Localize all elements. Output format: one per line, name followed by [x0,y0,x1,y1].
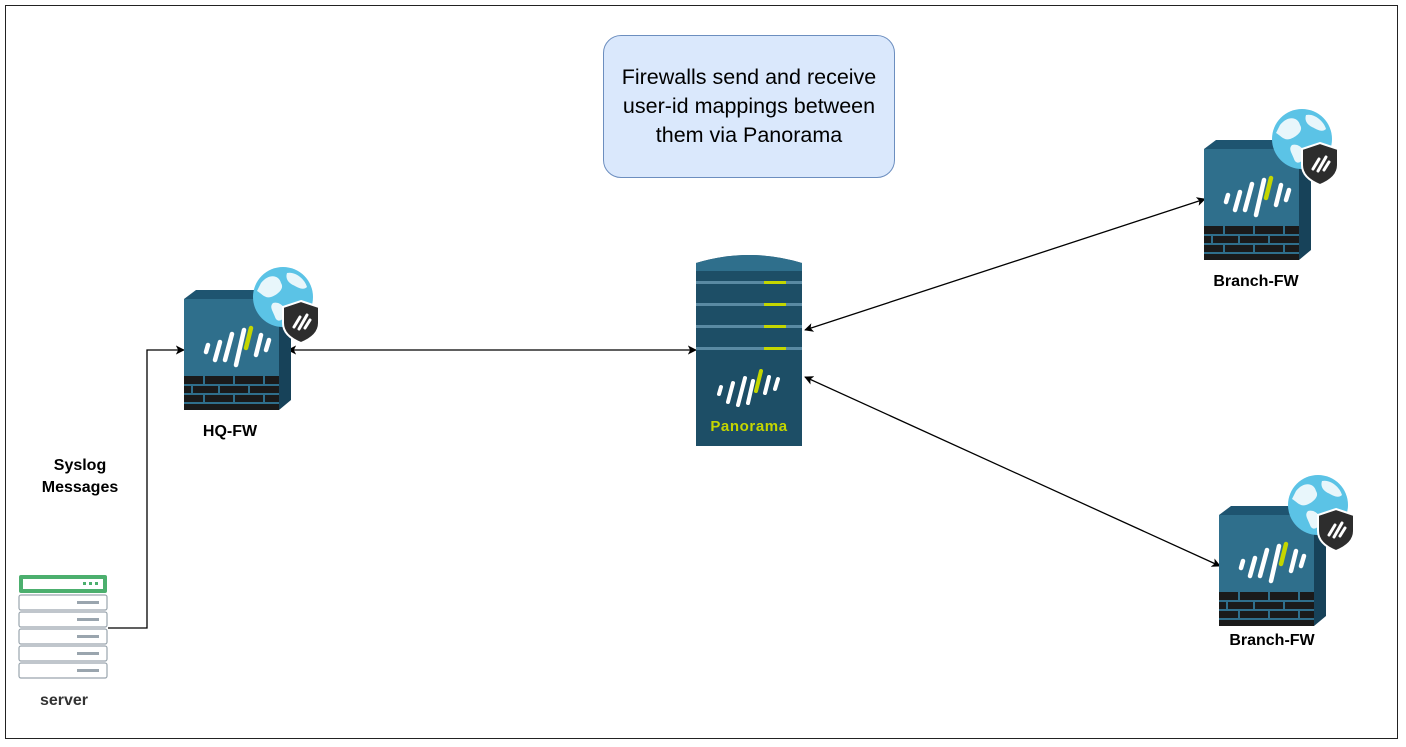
branch-fw-top-label: Branch-FW [1213,273,1299,290]
syslog-messages-label: Syslog Messages [41,457,119,496]
edge-panorama-branch-top [804,197,1206,332]
branch-fw-bottom-label: Branch-FW [1229,632,1315,649]
server-rack-icon [18,575,108,679]
server-label: server [39,692,89,709]
edge-panorama-branch-bottom [804,376,1221,567]
panorama-server-icon: Panorama [696,255,802,446]
edge-syslog [108,345,185,629]
callout-text: Firewalls send and receive user-id mappi… [621,65,877,147]
diagram-border [5,5,1398,739]
hq-fw-label: HQ-FW [202,423,258,440]
callout-note: Firewalls send and receive user-id mappi… [603,35,895,178]
panorama-label: Panorama [710,418,787,435]
